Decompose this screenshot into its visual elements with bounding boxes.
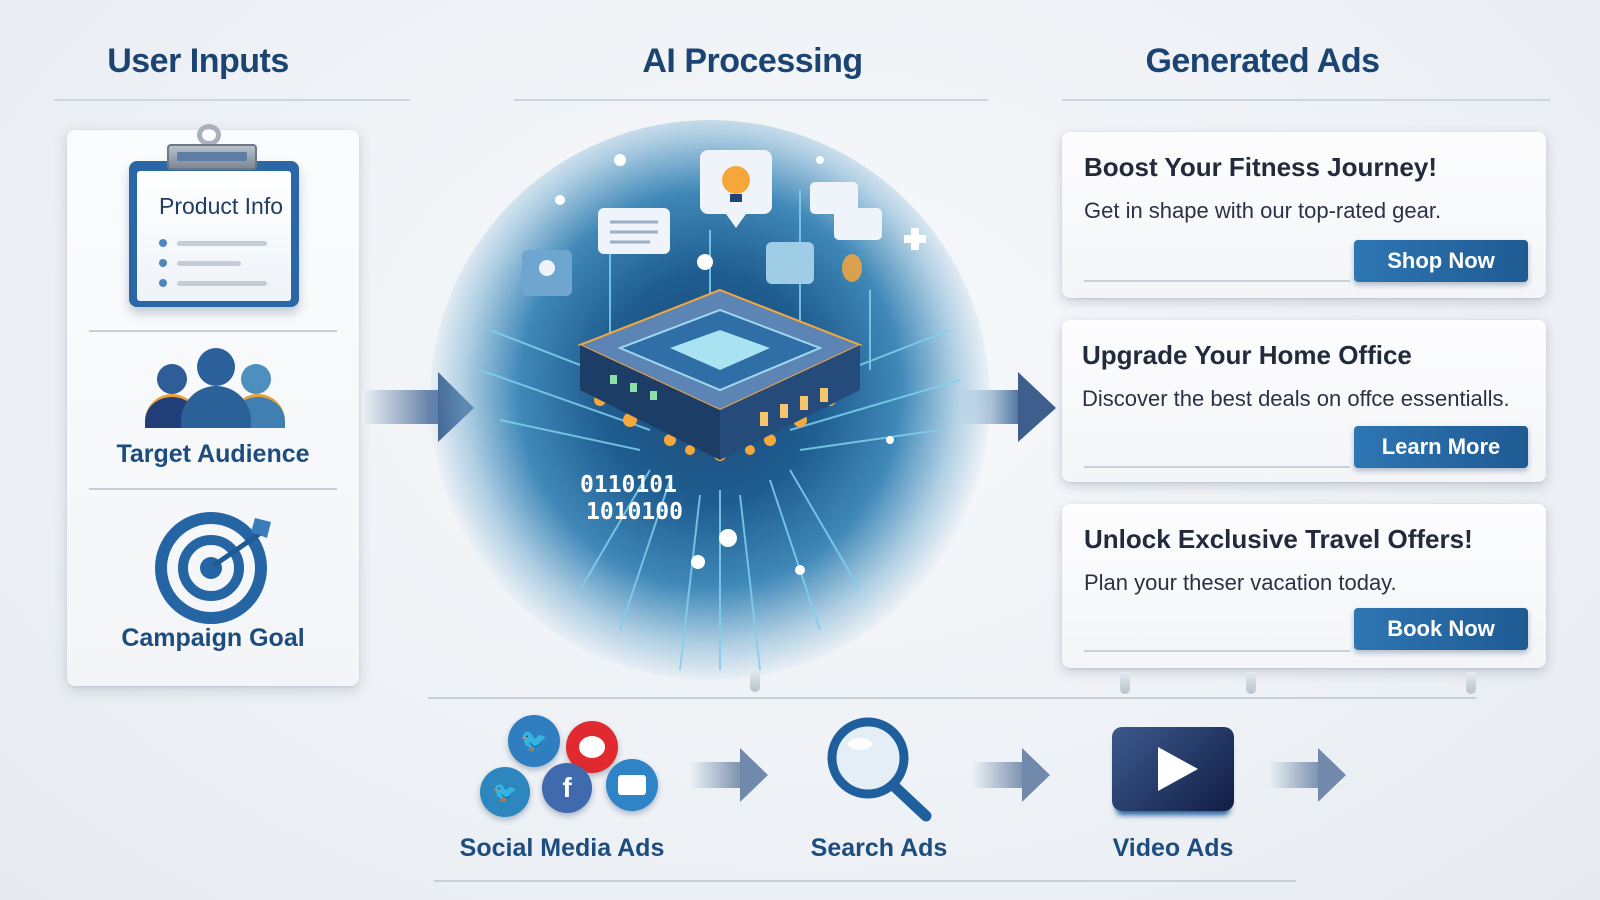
- section-rule-ads: [1062, 99, 1550, 101]
- magnifier-icon: [827, 717, 932, 822]
- social-media-ads-label: Social Media Ads: [459, 834, 665, 862]
- connector-peg: [1246, 672, 1256, 694]
- section-title-user-inputs: User Inputs: [107, 42, 289, 80]
- twitter-icon: 🐦: [480, 767, 530, 817]
- input-divider: [89, 488, 337, 490]
- ad-description: Get in shape with our top-rated gear.: [1084, 198, 1442, 223]
- target-audience-label: Target Audience: [116, 440, 310, 468]
- input-divider: [89, 330, 337, 332]
- campaign-goal-label: Campaign Goal: [121, 624, 305, 652]
- connector-peg: [750, 670, 760, 692]
- ad-title: Unlock Exclusive Travel Offers!: [1084, 524, 1473, 554]
- section-rule-processing: [514, 99, 988, 101]
- ad-card-home-office: Upgrade Your Home Office Discover the be…: [1062, 320, 1546, 482]
- ad-title: Upgrade Your Home Office: [1082, 340, 1412, 370]
- message-icon: [606, 759, 658, 811]
- learn-more-button[interactable]: Learn More: [1354, 426, 1528, 468]
- arrow-right-icon: [972, 748, 1050, 802]
- ad-card-fitness: Boost Your Fitness Journey! Get in shape…: [1062, 132, 1546, 298]
- people-icon: [145, 348, 285, 428]
- section-title-generated-ads: Generated Ads: [1145, 42, 1380, 80]
- connector-peg: [1120, 672, 1130, 694]
- connector-peg: [1466, 672, 1476, 694]
- ad-card-travel: Unlock Exclusive Travel Offers! Plan you…: [1062, 504, 1546, 668]
- play-icon: [1112, 727, 1234, 811]
- ad-description: Discover the best deals on offce essenti…: [1082, 386, 1510, 411]
- target-icon: [155, 512, 271, 624]
- section-title-ai-processing: AI Processing: [642, 42, 863, 80]
- shop-now-button[interactable]: Shop Now: [1354, 240, 1528, 282]
- search-ads-label: Search Ads: [810, 834, 948, 862]
- ad-title: Boost Your Fitness Journey!: [1084, 152, 1437, 182]
- binary-line-1: 0110101: [580, 472, 677, 498]
- social-media-icons: 🐦 🐦 f: [480, 715, 670, 825]
- product-info-label: Product Info: [159, 193, 284, 219]
- arrow-right-icon: [690, 748, 768, 802]
- video-ads-label: Video Ads: [1112, 834, 1234, 862]
- arrow-right-icon: [960, 372, 1056, 442]
- bottom-rule: [434, 880, 1296, 882]
- facebook-icon: f: [542, 763, 592, 813]
- twitter-icon: 🐦: [508, 715, 560, 767]
- book-now-button[interactable]: Book Now: [1354, 608, 1528, 650]
- ad-description: Plan your theser vacation today.: [1084, 570, 1397, 595]
- circuit-icon: [479, 150, 961, 671]
- binary-text: 0110101 1010100: [580, 472, 683, 526]
- clipboard-clip: [167, 144, 257, 170]
- section-rule-inputs: [54, 99, 410, 101]
- user-inputs-panel: Product Info Target Audience Campaig: [67, 124, 359, 686]
- clipboard-icon: Product Info: [129, 161, 299, 307]
- binary-line-2: 1010100: [586, 499, 683, 525]
- arrow-right-icon: [1268, 748, 1346, 802]
- bottom-top-rule: [428, 697, 1476, 699]
- clipboard-ring: [197, 124, 221, 146]
